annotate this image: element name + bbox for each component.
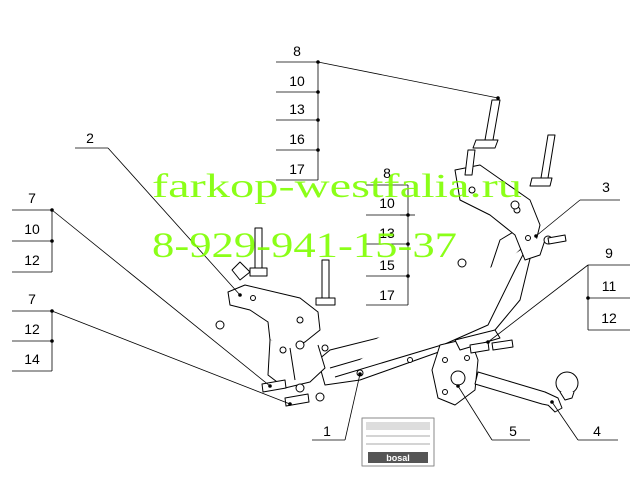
callout-part-5: 5	[509, 423, 517, 439]
callout-parts: 1 2 3 4 5	[86, 130, 610, 439]
crossbar-part	[317, 227, 536, 386]
callout-top-17: 17	[289, 161, 305, 177]
callout-mid-15: 15	[379, 257, 395, 273]
id-plate: bosal	[361, 417, 435, 467]
callout-part-1: 1	[323, 423, 331, 439]
callout-left-a-12: 12	[24, 252, 40, 268]
callout-top-10: 10	[289, 73, 305, 89]
callout-mid-10: 10	[379, 195, 395, 211]
callout-left-a-10: 10	[24, 221, 40, 237]
callout-part-2: 2	[86, 130, 94, 146]
callout-mid-13: 13	[379, 225, 395, 241]
callout-left-b-14: 14	[24, 351, 40, 367]
callout-top-13: 13	[289, 101, 305, 117]
callout-left-b-7: 7	[28, 291, 36, 307]
callout-right-11: 11	[602, 278, 617, 294]
tow-ball-part	[474, 371, 579, 413]
callout-part-3: 3	[602, 179, 610, 195]
callout-mid-group: 8 10 13 15 17	[379, 165, 395, 303]
callout-left-group-a: 7 10 12	[24, 190, 40, 268]
callout-top-16: 16	[289, 131, 305, 147]
watermark-phone: 8-929-941-15-37	[152, 225, 457, 265]
callout-mid-17: 17	[379, 287, 395, 303]
callout-left-a-7: 7	[28, 190, 36, 206]
watermark-site: farkop-westfalia.ru	[152, 168, 522, 205]
callout-mid-8: 8	[383, 165, 391, 181]
callout-right-9: 9	[605, 245, 613, 261]
right-bracket-part	[454, 164, 546, 261]
id-plate-brand: bosal	[386, 453, 410, 463]
callout-right-12: 12	[601, 310, 617, 326]
callout-part-4: 4	[593, 423, 601, 439]
callout-top-8: 8	[293, 43, 301, 59]
watermark: farkop-westfalia.ru 8-929-941-15-37	[152, 168, 522, 265]
left-bolts	[215, 227, 336, 352]
left-bracket-part	[227, 284, 326, 389]
parts-drawing: bosal	[215, 99, 579, 467]
callout-top-group: 8 10 13 16 17	[289, 43, 305, 177]
callout-left-b-12: 12	[24, 321, 40, 337]
callout-left-group-b: 7 12 14	[24, 291, 40, 367]
leader-dots	[50, 60, 590, 406]
callout-right-group: 9 11 12	[601, 245, 617, 326]
right-bolts	[457, 99, 567, 268]
